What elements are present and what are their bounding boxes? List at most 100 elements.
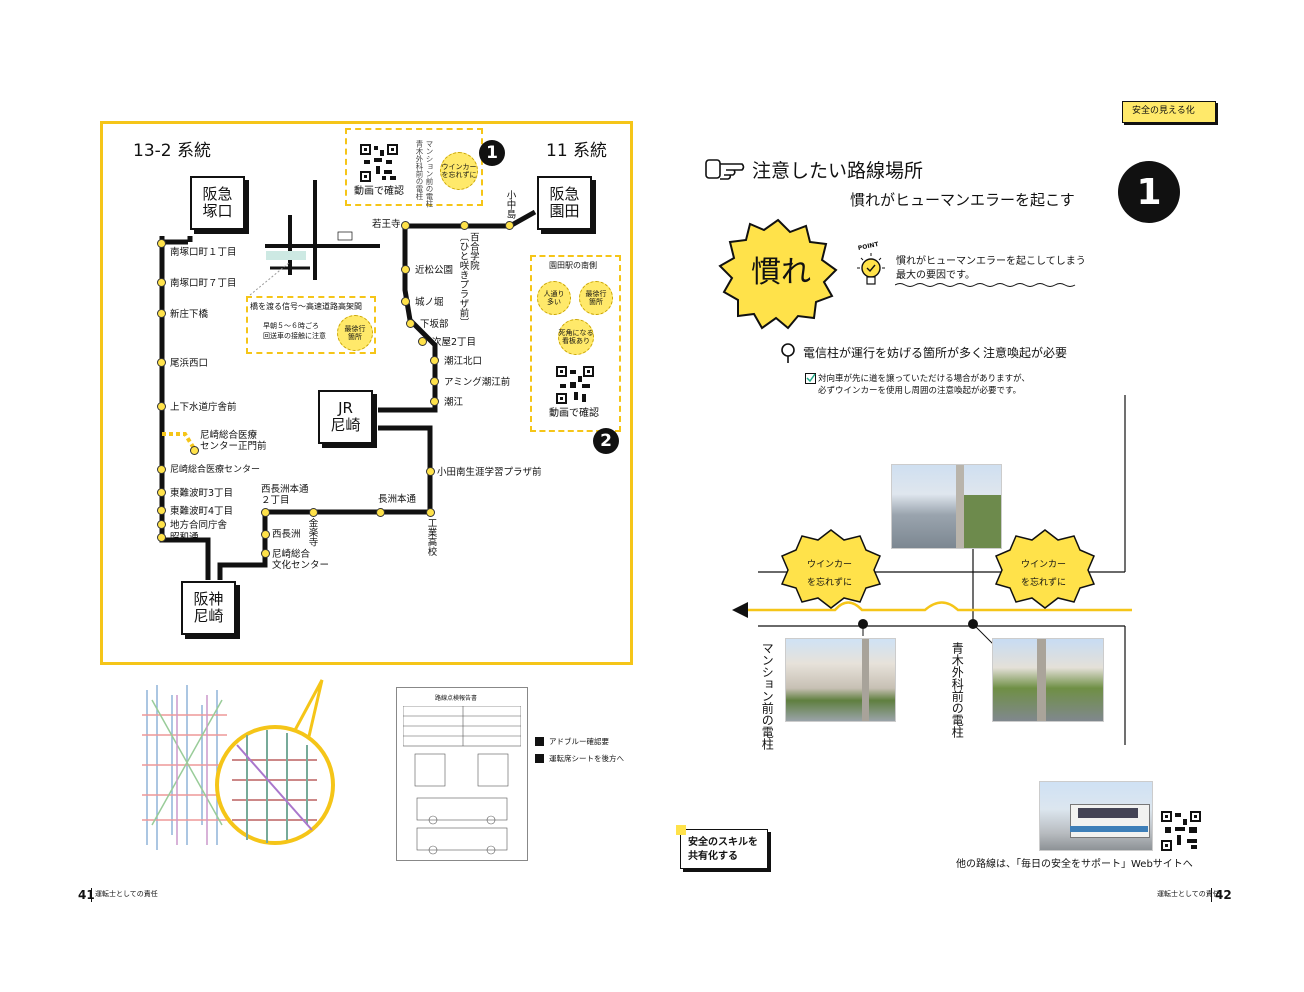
terminal-hankyu-sonoda: 阪急 園田	[537, 176, 592, 230]
callout-bridge-title: 橋を渡る信号～高速道路高架間	[250, 302, 362, 311]
winker-badge-right: ウインカー を忘れずに	[1021, 560, 1067, 588]
footer-left: 運転士としての責任	[95, 890, 158, 898]
stop-label-branch: 尼崎総合医療 センター正門前	[200, 430, 267, 452]
qr-code-icon[interactable]	[360, 144, 398, 182]
stop-marker	[157, 506, 166, 515]
callout-2-box	[530, 255, 621, 432]
stop-marker	[401, 221, 410, 230]
big-number-badge: 1	[1118, 161, 1180, 223]
stop-marker	[406, 319, 415, 328]
stop-label: アミング潮江前	[444, 377, 511, 388]
check-icon	[805, 373, 816, 384]
callout-2-badge: 最徐行 箇所	[579, 281, 613, 315]
stop-marker	[430, 397, 439, 406]
nare-burst-badge	[718, 218, 838, 330]
stop-marker	[426, 467, 435, 476]
stop-label: 南塚口町１丁目	[170, 247, 237, 258]
section-title: 注意したい路線場所	[752, 160, 924, 182]
pin-icon	[781, 343, 795, 363]
pole-label-aoki: 青木外科前の電柱	[950, 642, 965, 738]
stop-label: 上下水道庁舎前	[170, 402, 237, 413]
callout-bridge-note: 早朝５～６時ごろ 回送車の接触に注意	[263, 322, 326, 340]
route-map-frame	[100, 121, 633, 665]
stop-label: 地方合同庁舎	[170, 520, 228, 531]
stop-marker	[418, 337, 427, 346]
stop-marker	[261, 530, 270, 539]
check-icon	[535, 754, 544, 763]
section-tab	[1122, 101, 1216, 123]
stop-marker	[157, 402, 166, 411]
stop-label: 東難波町3丁目	[170, 488, 234, 499]
line-11-label: 11 系統	[546, 141, 608, 161]
stop-label-vertical: 工業高校	[425, 518, 437, 556]
inset-network-map	[142, 679, 335, 850]
qr-code-icon[interactable]	[1161, 811, 1201, 851]
stop-marker	[460, 221, 469, 230]
callout-2-number: 2	[593, 428, 619, 454]
nare-badge-text: 慣れ	[751, 255, 811, 290]
mansion-pole-photo	[785, 638, 896, 722]
line-13-2-label: 13-2 系統	[133, 141, 211, 161]
stop-marker	[157, 488, 166, 497]
callout-1-qr-label: 動画で確認	[354, 186, 404, 197]
callout-1-badge: ウインカー を忘れずに	[440, 152, 478, 190]
aoki-pole-photo	[992, 638, 1104, 722]
callout-bridge-box	[246, 296, 376, 354]
inspection-form-thumbnail: 路線点検報告書	[396, 687, 528, 861]
stop-marker	[430, 356, 439, 365]
stop-label: 近松公園	[415, 265, 454, 276]
check-text: 対向車が先に道を譲っていただける場合がありますが、 必ずウインカーを使用し周囲の…	[818, 374, 1030, 396]
qr-code-icon[interactable]	[556, 366, 594, 404]
stop-label: 東難波町4丁目	[170, 506, 234, 517]
stop-marker	[157, 520, 166, 529]
stop-label: 西長洲本通 ２丁目	[261, 484, 309, 506]
website-note[interactable]: 他の路線は、「毎日の安全をサポート」Webサイトへ	[956, 859, 1193, 870]
stop-label-vertical: 百合学院 〔ひと咲きプラザ前〕	[457, 232, 479, 327]
stop-marker	[401, 297, 410, 306]
stop-marker	[157, 465, 166, 474]
stop-label: 西長洲	[272, 529, 301, 540]
callout-1-number: 1	[479, 140, 505, 166]
stop-marker	[426, 508, 435, 517]
stop-marker	[430, 377, 439, 386]
stop-label: 城ノ堀	[415, 297, 444, 308]
stop-label: 尾浜西口	[170, 358, 209, 369]
stop-marker	[376, 508, 385, 517]
stop-marker	[157, 239, 166, 248]
stop-label: 尼崎総合 文化センター	[272, 549, 330, 571]
bus-icon	[403, 706, 521, 855]
check-icon	[535, 737, 544, 746]
page-number-left: 41	[78, 888, 95, 902]
pole-label-mansion: マンション前の電柱	[760, 642, 775, 750]
stop-marker	[190, 446, 199, 455]
stop-label-vertical: 金楽寺	[306, 518, 318, 547]
terminal-jr-amagasaki: JR 尼崎	[318, 390, 373, 444]
lightbulb-icon	[857, 253, 885, 285]
footer-right: 運転士としての責任	[1157, 890, 1220, 898]
stop-label: 潮江北口	[444, 356, 483, 367]
stop-label: 小田南生涯学習プラザ前	[437, 467, 542, 478]
stop-marker	[401, 265, 410, 274]
stop-label: 昭和通	[170, 532, 199, 543]
wavy-underline	[895, 283, 1076, 287]
point-text: 慣れがヒューマンエラーを起こしてしまう 最大の要因です。	[896, 256, 1086, 281]
stop-label: 長洲本通	[378, 494, 417, 505]
terminal-hanshin-amagasaki: 阪神 尼崎	[181, 581, 236, 635]
road-diagram	[732, 395, 1132, 745]
section-tab-label: 安全の見える化	[1132, 106, 1195, 116]
stop-marker	[157, 278, 166, 287]
stop-label: 次屋2丁目	[432, 337, 477, 348]
stop-marker	[157, 358, 166, 367]
callout-2-qr-label: 動画で確認	[549, 408, 599, 419]
stop-label: 南塚口町７丁目	[170, 278, 237, 289]
inset-note: アドブルー確認要	[549, 737, 609, 746]
stop-marker	[261, 508, 270, 517]
callout-2-badge: 人通り 多い	[537, 281, 571, 315]
stop-marker	[309, 508, 318, 517]
bus-photo	[1039, 781, 1153, 851]
stop-marker	[505, 221, 514, 230]
stop-marker	[157, 533, 166, 542]
winker-badge-left: ウインカー を忘れずに	[807, 560, 853, 588]
callout-bridge-badge: 最徐行 箇所	[337, 315, 373, 351]
page-number-right: 42	[1215, 888, 1232, 902]
